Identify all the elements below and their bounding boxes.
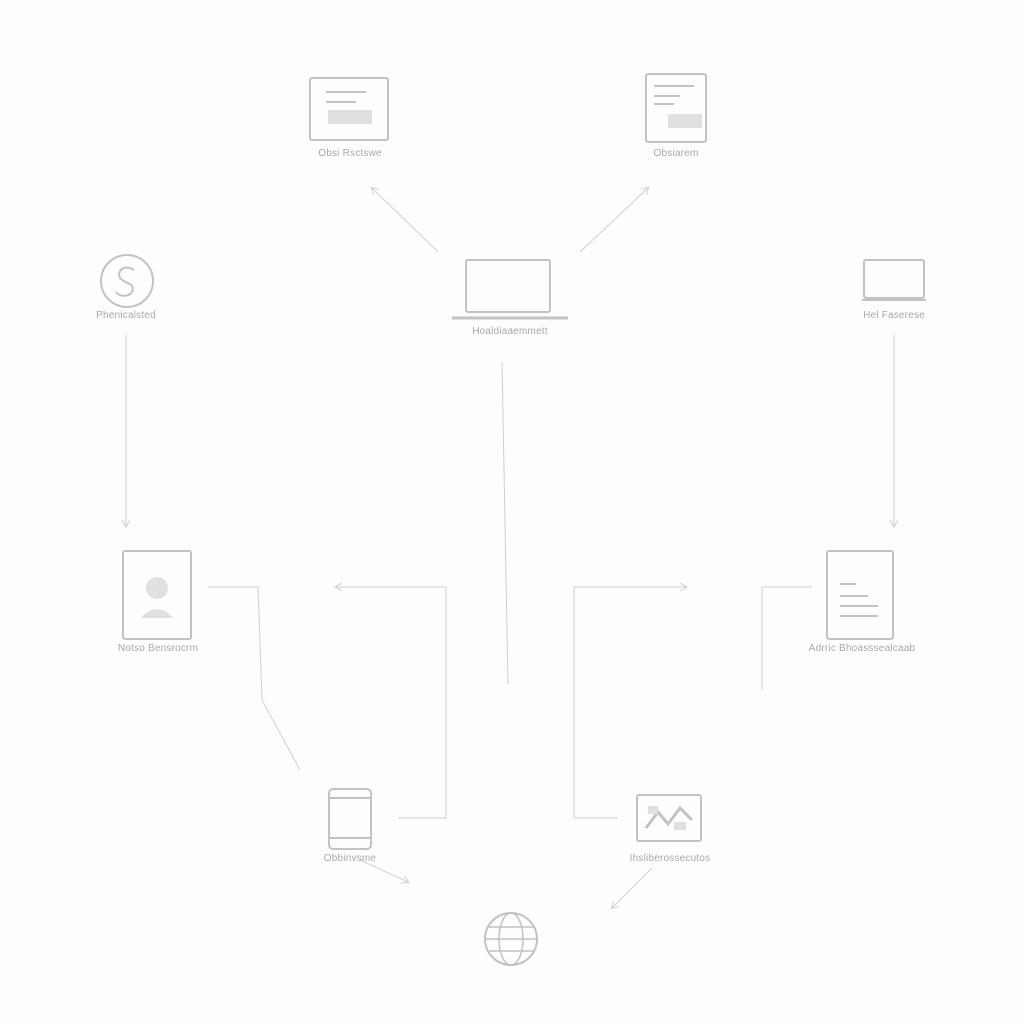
connector-center-down [501, 361, 509, 685]
globe-icon [484, 912, 538, 966]
connector-center-to-top-right [579, 188, 648, 253]
connector-bottom-left-to-globe [359, 859, 408, 882]
laptop-icon [452, 259, 568, 320]
circle-logo-icon [100, 254, 154, 308]
connector-lower-left-branch [208, 586, 301, 771]
node-label-middle-left: Phenicalsted [96, 310, 156, 321]
node-label-center: Hoaldiaaemmett [472, 326, 548, 337]
connector-lower-right-branch [761, 586, 812, 690]
text-document-icon [826, 550, 894, 640]
connector-bottom-right-to-right [573, 587, 686, 819]
network-hardware-icon [636, 794, 702, 842]
node-label-middle-right: Hel Faserese [863, 310, 925, 321]
connector-bottom-right-to-globe [612, 867, 653, 908]
node-label-top-left: Obsi Rsctswe [318, 148, 382, 159]
node-label-bottom-left: Obbinvsme [323, 853, 377, 864]
smartphone-icon [328, 788, 372, 850]
code-editor-icon [309, 77, 389, 141]
connector-center-to-top-left [372, 188, 439, 253]
node-label-bottom-right: Ihsliberossecutos [629, 853, 711, 864]
node-label-lower-left: Notso Bensrocrm [117, 643, 199, 654]
user-profile-icon [122, 550, 192, 640]
monitor-icon [862, 259, 926, 301]
node-label-lower-right: Adrric Bhoasssealcaab [808, 643, 916, 654]
node-label-top-right: Obsiarem [653, 148, 699, 159]
connector-bottom-left-to-left [336, 587, 447, 819]
document-icon [645, 73, 707, 143]
